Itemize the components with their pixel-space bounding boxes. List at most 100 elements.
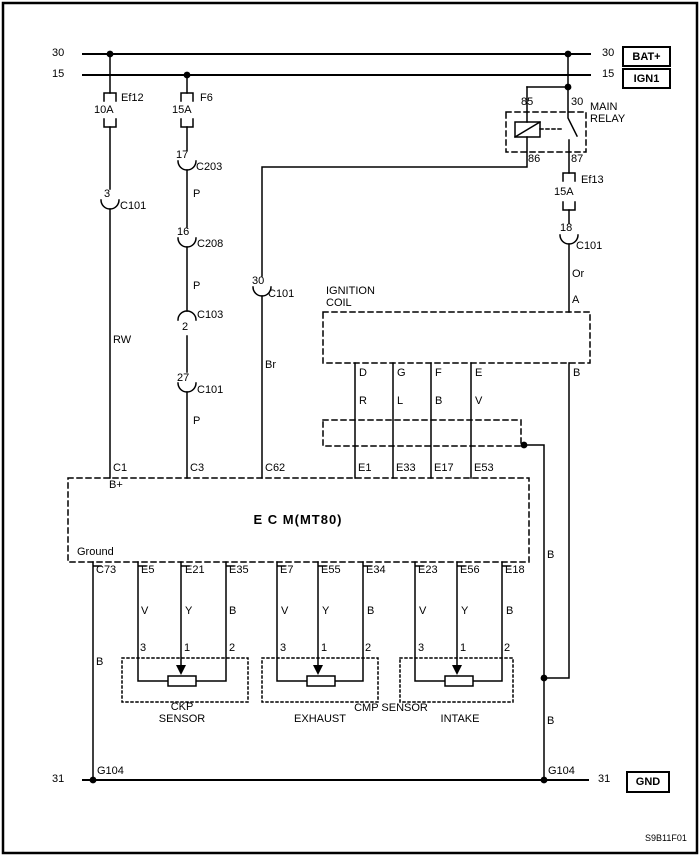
conn-30-pin: 30	[252, 275, 265, 287]
wire-color-or: Or	[572, 268, 585, 280]
ecm-pin-e21: E21	[185, 564, 205, 576]
cmp2-pin-2: 2	[504, 642, 511, 654]
conn-3-pin: 3	[104, 188, 111, 200]
junction-dot	[540, 776, 548, 784]
cmp2-pin-1: 1	[460, 642, 467, 654]
fuse-ef13-rating: 15A	[554, 186, 574, 198]
cmp-exhaust-signal-arrow-icon	[313, 665, 323, 675]
junction-dot	[89, 776, 97, 784]
conn-18-name: C101	[576, 240, 603, 252]
cmp-intake-sensor-box	[399, 657, 514, 703]
conn-17-pin: 17	[176, 149, 189, 161]
cmp1-pin-1: 1	[321, 642, 328, 654]
ecm-pin-e55: E55	[321, 564, 341, 576]
rail-15-right-label: 15	[602, 68, 615, 80]
wire-color-p2: P	[193, 280, 201, 292]
connector-17-c203-icon	[177, 160, 197, 171]
relay-pin-86: 86	[528, 153, 541, 165]
conn-30-name: C101	[268, 288, 295, 300]
ecm-pin-e35: E35	[229, 564, 249, 576]
conn-18-pin: 18	[560, 222, 573, 234]
conn-3-name: C101	[120, 200, 147, 212]
connector-2-c103-icon	[177, 310, 197, 321]
ecm-pin-e5: E5	[141, 564, 155, 576]
relay-title-2: RELAY	[590, 113, 626, 125]
wire-e35-to-ckp2	[195, 561, 235, 682]
wire-color-br: Br	[265, 359, 276, 371]
rail-30-right-label: 30	[602, 47, 615, 59]
ckp-sensor-label-1: CKP	[170, 701, 194, 713]
wire-e18-to-cmp2-2	[472, 561, 511, 682]
ckp-sensor-label-2: SENSOR	[158, 713, 206, 725]
fuse-f6-name: F6	[200, 92, 213, 104]
exhaust-label: EXHAUST	[294, 713, 346, 725]
wire-color-rw: RW	[113, 334, 132, 346]
cmp-intake-element-icon	[444, 675, 474, 687]
wire-color-r: R	[359, 395, 367, 407]
cmp-intake-signal-arrow-icon	[452, 665, 462, 675]
fuse-ef12-rating: 10A	[94, 104, 114, 116]
rail-31-right-label: 31	[598, 773, 611, 785]
junction-dot	[564, 50, 572, 58]
coil-pin-d: D	[359, 367, 367, 379]
ground-g104-right: G104	[548, 765, 575, 777]
cmp1-wire-y: Y	[322, 605, 330, 617]
cmp1-wire-b: B	[367, 605, 375, 617]
relay-title-1: MAIN	[590, 101, 618, 113]
fuse-f6-rating: 15A	[172, 104, 192, 116]
connector-16-c208-icon	[177, 237, 197, 248]
conn-2-name: C103	[197, 309, 224, 321]
relay-coil-diagonal	[513, 120, 542, 139]
diagram-code: S9B11F01	[645, 833, 687, 843]
ecm-pin-c62: C62	[265, 462, 286, 474]
cmp1-pin-3: 3	[280, 642, 287, 654]
bat-plus-box: BAT+	[622, 46, 671, 67]
ecm-title: E C M(MT80)	[253, 512, 343, 527]
wire-color-v1: V	[475, 395, 483, 407]
coil-title-2: COIL	[326, 297, 352, 309]
ecm-pin-e56: E56	[460, 564, 480, 576]
wire-e21-to-ckp1	[180, 561, 190, 668]
ecm-pin-c1: C1	[113, 462, 128, 474]
wire-e5-to-ckp3	[137, 561, 169, 682]
wire-color-b1: B	[435, 395, 443, 407]
ckp-pin-1: 1	[184, 642, 191, 654]
junction-dot	[564, 83, 572, 91]
coil-pin-g: G	[397, 367, 406, 379]
wire-coil-b-to-ground	[543, 362, 570, 679]
ign1-box: IGN1	[622, 68, 671, 89]
junction-dot	[540, 674, 548, 682]
rail-15-left-label: 15	[52, 68, 65, 80]
coil-pin-e: E	[475, 367, 483, 379]
ecm-pin-e17: E17	[434, 462, 454, 474]
connector-27-c101-icon	[177, 382, 197, 393]
cmp2-wire-v: V	[419, 605, 427, 617]
ecm-pin-e18: E18	[505, 564, 525, 576]
relay-pin-85: 85	[521, 96, 534, 108]
cmp2-wire-b: B	[506, 605, 514, 617]
fuse-ef13-name: Ef13	[581, 174, 604, 186]
ecm-box	[67, 477, 530, 563]
ckp-wire-y: Y	[185, 605, 193, 617]
wire-e7-to-cmp1-3	[276, 561, 308, 682]
wire-e55-to-cmp1-1	[317, 561, 327, 668]
ecm-pin-e53: E53	[474, 462, 494, 474]
ecm-pin-e23: E23	[418, 564, 438, 576]
fuse-ef12-name: Ef12	[121, 92, 144, 104]
wire-color-p1: P	[193, 188, 201, 200]
connector-3-c101-icon	[100, 199, 120, 210]
ecm-pin-e7: E7	[280, 564, 294, 576]
wire-shield-drain	[523, 444, 545, 781]
wire-e23-to-cmp2-3	[414, 561, 446, 682]
ecm-pin-e33: E33	[396, 462, 416, 474]
wire-color-l: L	[397, 395, 404, 407]
cmp2-wire-y: Y	[461, 605, 469, 617]
conn-17-name: C203	[196, 161, 223, 173]
conn-16-pin: 16	[177, 226, 190, 238]
ckp-pin-3: 3	[140, 642, 147, 654]
junction-dot	[520, 441, 528, 449]
wire-e56-to-cmp2-1	[456, 561, 466, 668]
ground-g104-left: G104	[97, 765, 124, 777]
gnd-box: GND	[626, 771, 670, 793]
